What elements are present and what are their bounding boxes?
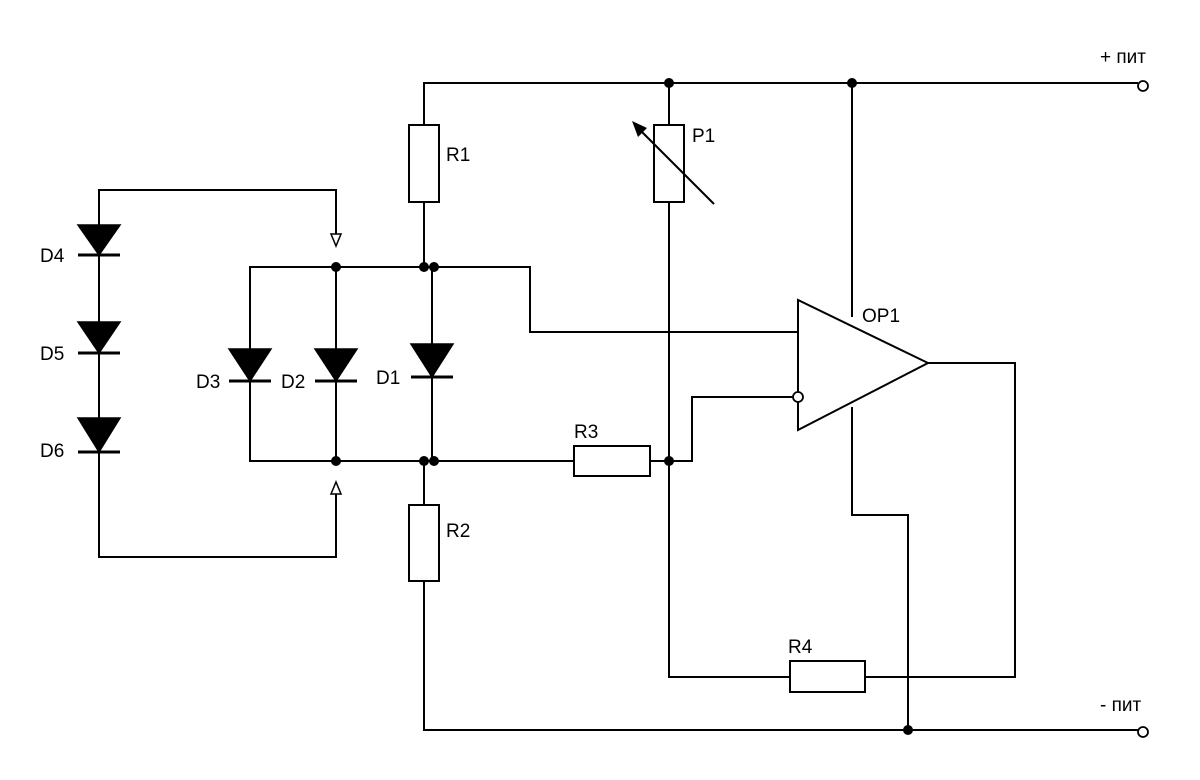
label-r2: R2 bbox=[446, 521, 470, 542]
label-r3: R3 bbox=[574, 422, 598, 443]
wire-to-minus-input bbox=[691, 396, 794, 462]
resistor-r1 bbox=[408, 124, 440, 203]
wire-output-feedback bbox=[864, 362, 1016, 678]
junction-dot bbox=[419, 456, 429, 466]
opamp-op1 bbox=[792, 298, 931, 432]
diode-d2 bbox=[313, 348, 359, 383]
wire-to-plus-input bbox=[529, 266, 799, 333]
label-d4: D4 bbox=[40, 246, 65, 267]
diode-d3 bbox=[227, 348, 273, 383]
junction-dot bbox=[664, 456, 674, 466]
diode-d1 bbox=[409, 343, 455, 379]
contact-arrow-bottom bbox=[329, 480, 343, 495]
junctions bbox=[331, 78, 913, 735]
junction-dot bbox=[429, 262, 439, 272]
terminal-minus bbox=[1137, 726, 1149, 738]
wires bbox=[98, 82, 1138, 731]
wire-diode-string-top bbox=[98, 189, 337, 239]
label-d6: D6 bbox=[40, 441, 64, 462]
resistor-r2 bbox=[408, 504, 440, 582]
resistor-r4 bbox=[789, 660, 866, 693]
wire-top-rail bbox=[423, 82, 1138, 126]
label-d3: D3 bbox=[196, 372, 220, 393]
terminal-plus bbox=[1137, 80, 1149, 92]
junction-dot bbox=[847, 78, 857, 88]
label-op1: OP1 bbox=[862, 306, 900, 327]
junction-dot bbox=[664, 78, 674, 88]
inverting-input-bubble bbox=[792, 391, 804, 403]
junction-dot bbox=[331, 456, 341, 466]
potentiometer-p1 bbox=[632, 121, 715, 205]
diode-d6 bbox=[76, 417, 122, 454]
variable-arrow-icon bbox=[632, 121, 647, 137]
junction-dot bbox=[429, 456, 439, 466]
diode-d5 bbox=[76, 321, 122, 355]
label-plus-supply: + пит bbox=[1100, 47, 1146, 68]
resistor-r3 bbox=[573, 445, 651, 477]
label-r4: R4 bbox=[788, 637, 813, 658]
label-r1: R1 bbox=[446, 145, 470, 166]
label-d1: D1 bbox=[376, 368, 400, 389]
junction-dot bbox=[419, 262, 429, 272]
label-p1: P1 bbox=[692, 126, 715, 147]
wire-opamp-vminus bbox=[851, 407, 909, 731]
junction-dot bbox=[331, 262, 341, 272]
diode-d4 bbox=[76, 224, 122, 257]
wire-bottom-rail bbox=[423, 580, 1138, 731]
label-d2: D2 bbox=[281, 372, 305, 393]
contact-arrow-top bbox=[329, 233, 343, 248]
junction-dot bbox=[903, 725, 913, 735]
wire-diode-string-bottom bbox=[98, 451, 337, 558]
label-minus-supply: - пит bbox=[1100, 695, 1142, 716]
label-d5: D5 bbox=[40, 344, 64, 365]
